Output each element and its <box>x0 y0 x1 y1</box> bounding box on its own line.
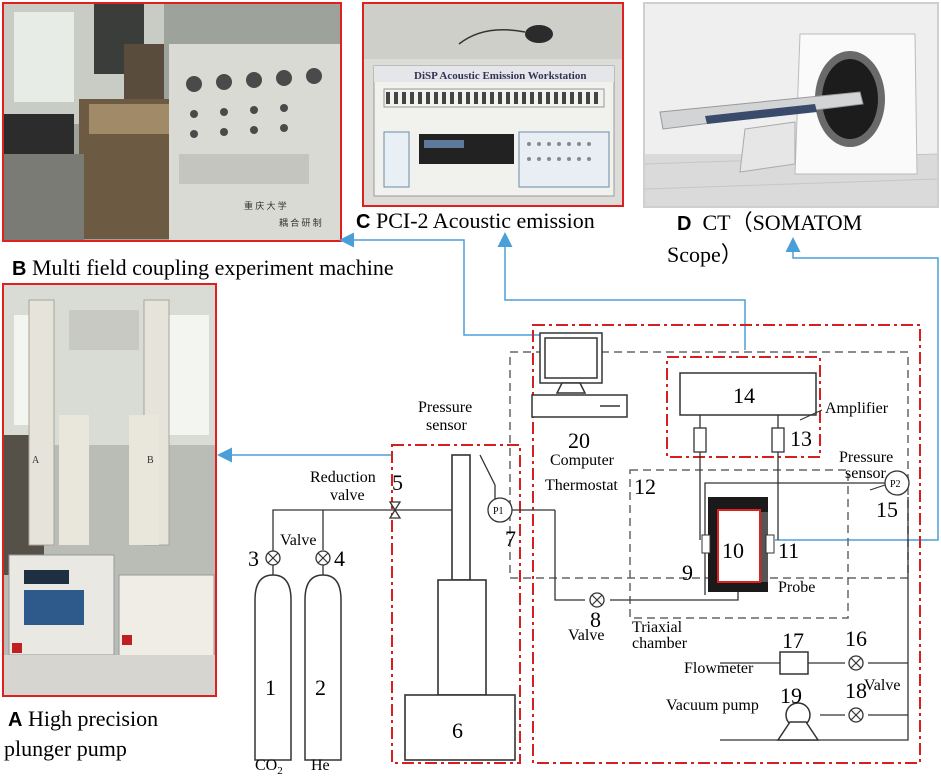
label-triaxial-b: chamber <box>632 635 688 652</box>
probe-left <box>701 534 711 554</box>
label-he: He <box>311 757 330 774</box>
pump-b-label: B <box>147 455 154 466</box>
photo-c-acoustic-emission: DiSP Acoustic Emission Workstation <box>362 2 624 207</box>
caption-b-letter: B <box>12 258 27 280</box>
ct-scanner-image <box>645 4 937 206</box>
label-amplifier: Amplifier <box>825 400 889 417</box>
num-2: 2 <box>315 675 326 700</box>
label-p2: P2 <box>890 479 901 490</box>
num-14: 14 <box>733 383 755 408</box>
caption-a-letter: A <box>8 709 23 731</box>
caption-a: A High precision <box>8 706 158 733</box>
pipe-main <box>272 509 470 555</box>
label-vacuum-pump: Vacuum pump <box>666 697 759 714</box>
preamp-right <box>771 427 785 453</box>
co2-cylinder <box>254 574 292 761</box>
label-co2: CO2 <box>255 757 283 776</box>
reduction-valve-icon <box>388 501 402 519</box>
label-reduction-a: Reduction <box>310 469 376 486</box>
he-cylinder <box>304 574 342 761</box>
arrow-to-machine-b <box>339 232 560 336</box>
label-reduction-b: valve <box>330 487 365 504</box>
amplifier-unit <box>679 372 817 416</box>
photo-d-ct-scanner <box>643 2 939 208</box>
label-pressure-sensor-1b: sensor <box>426 417 468 434</box>
ae-header-text: DiSP Acoustic Emission Workstation <box>414 70 586 82</box>
num-20: 20 <box>568 428 590 453</box>
num-16: 16 <box>845 626 867 651</box>
num-8: 8 <box>590 607 601 632</box>
coupling-machine-image: 重 庆 大 学 耦 合 研 制 <box>4 4 340 240</box>
num-3: 3 <box>248 546 259 571</box>
preamp-left <box>693 427 707 453</box>
caption-a-title-2: plunger pump <box>4 736 127 761</box>
label-pressure-sensor-1a: Pressure <box>418 399 472 416</box>
chamber-hatch-right <box>760 512 768 582</box>
num-12: 12 <box>634 474 656 499</box>
num-1: 1 <box>265 675 276 700</box>
label-p1: P1 <box>493 506 504 517</box>
label-computer: Computer <box>550 452 615 469</box>
photo-b-coupling-machine: 重 庆 大 学 耦 合 研 制 <box>2 2 342 242</box>
probe-right <box>765 534 775 554</box>
caption-a-line2: plunger pump <box>4 736 127 762</box>
label-thermostat: Thermostat <box>545 477 618 494</box>
caption-b-title: Multi field coupling experiment machine <box>31 255 394 280</box>
plunger-pump-image: A B <box>4 285 215 695</box>
flowmeter-icon <box>779 651 809 675</box>
pump-a-label: A <box>32 455 40 466</box>
machine-label-text: 重 庆 大 学 <box>244 200 287 211</box>
num-13: 13 <box>790 426 812 451</box>
ae-workstation-image: DiSP Acoustic Emission Workstation <box>364 4 622 205</box>
pump-subsystem-box <box>391 444 521 764</box>
photo-a-plunger-pump: A B <box>2 283 217 697</box>
num-17: 17 <box>782 628 804 653</box>
caption-d-title-2: Scope） <box>667 242 743 267</box>
caption-b: B Multi field coupling experiment machin… <box>12 255 394 282</box>
label-valve-top: Valve <box>280 532 316 549</box>
num-4: 4 <box>334 546 345 571</box>
num-6: 6 <box>452 718 463 743</box>
caption-c-title: PCI-2 Acoustic emission <box>375 208 595 233</box>
pump-rod <box>451 454 471 581</box>
machine-label-text-2: 耦 合 研 制 <box>279 217 322 228</box>
pressure-sensor-p2-icon <box>884 470 910 496</box>
vacuum-pump-icon <box>776 702 820 741</box>
label-pressure-sensor-2b: sensor <box>845 465 887 482</box>
pressure-sensor-p1-icon <box>487 497 513 523</box>
pump-base <box>404 694 516 761</box>
label-probe: Probe <box>778 579 815 596</box>
num-19: 19 <box>780 683 802 708</box>
label-valve-8: Valve <box>568 627 604 644</box>
caption-d-title-1: CT（SOMATOM <box>702 210 863 235</box>
caption-d: D CT（SOMATOM <box>677 210 862 237</box>
num-7: 7 <box>505 526 516 551</box>
thermostat-box <box>629 469 849 619</box>
label-valve-right: Valve <box>864 677 900 694</box>
label-triaxial-a: Triaxial <box>632 619 683 636</box>
pump-cylinder <box>437 579 487 696</box>
rock-sample-10 <box>717 509 761 583</box>
num-11: 11 <box>778 538 799 563</box>
caption-c-letter: C <box>356 211 371 233</box>
arrow-to-ct-d <box>775 237 939 541</box>
caption-d-line2: Scope） <box>667 242 743 268</box>
num-18: 18 <box>845 678 867 703</box>
label-flowmeter: Flowmeter <box>684 660 754 677</box>
acquisition-subsystem-box <box>532 324 921 764</box>
caption-a-title-1: High precision <box>27 706 159 731</box>
num-15: 15 <box>876 497 898 522</box>
caption-c: C PCI-2 Acoustic emission <box>356 208 595 235</box>
amplifier-box <box>666 356 821 458</box>
computer-icon <box>531 332 628 418</box>
caption-d-letter: D <box>677 213 692 235</box>
num-10: 10 <box>722 538 744 563</box>
num-5: 5 <box>392 470 403 495</box>
num-9: 9 <box>682 560 693 585</box>
label-pressure-sensor-2a: Pressure <box>839 449 893 466</box>
